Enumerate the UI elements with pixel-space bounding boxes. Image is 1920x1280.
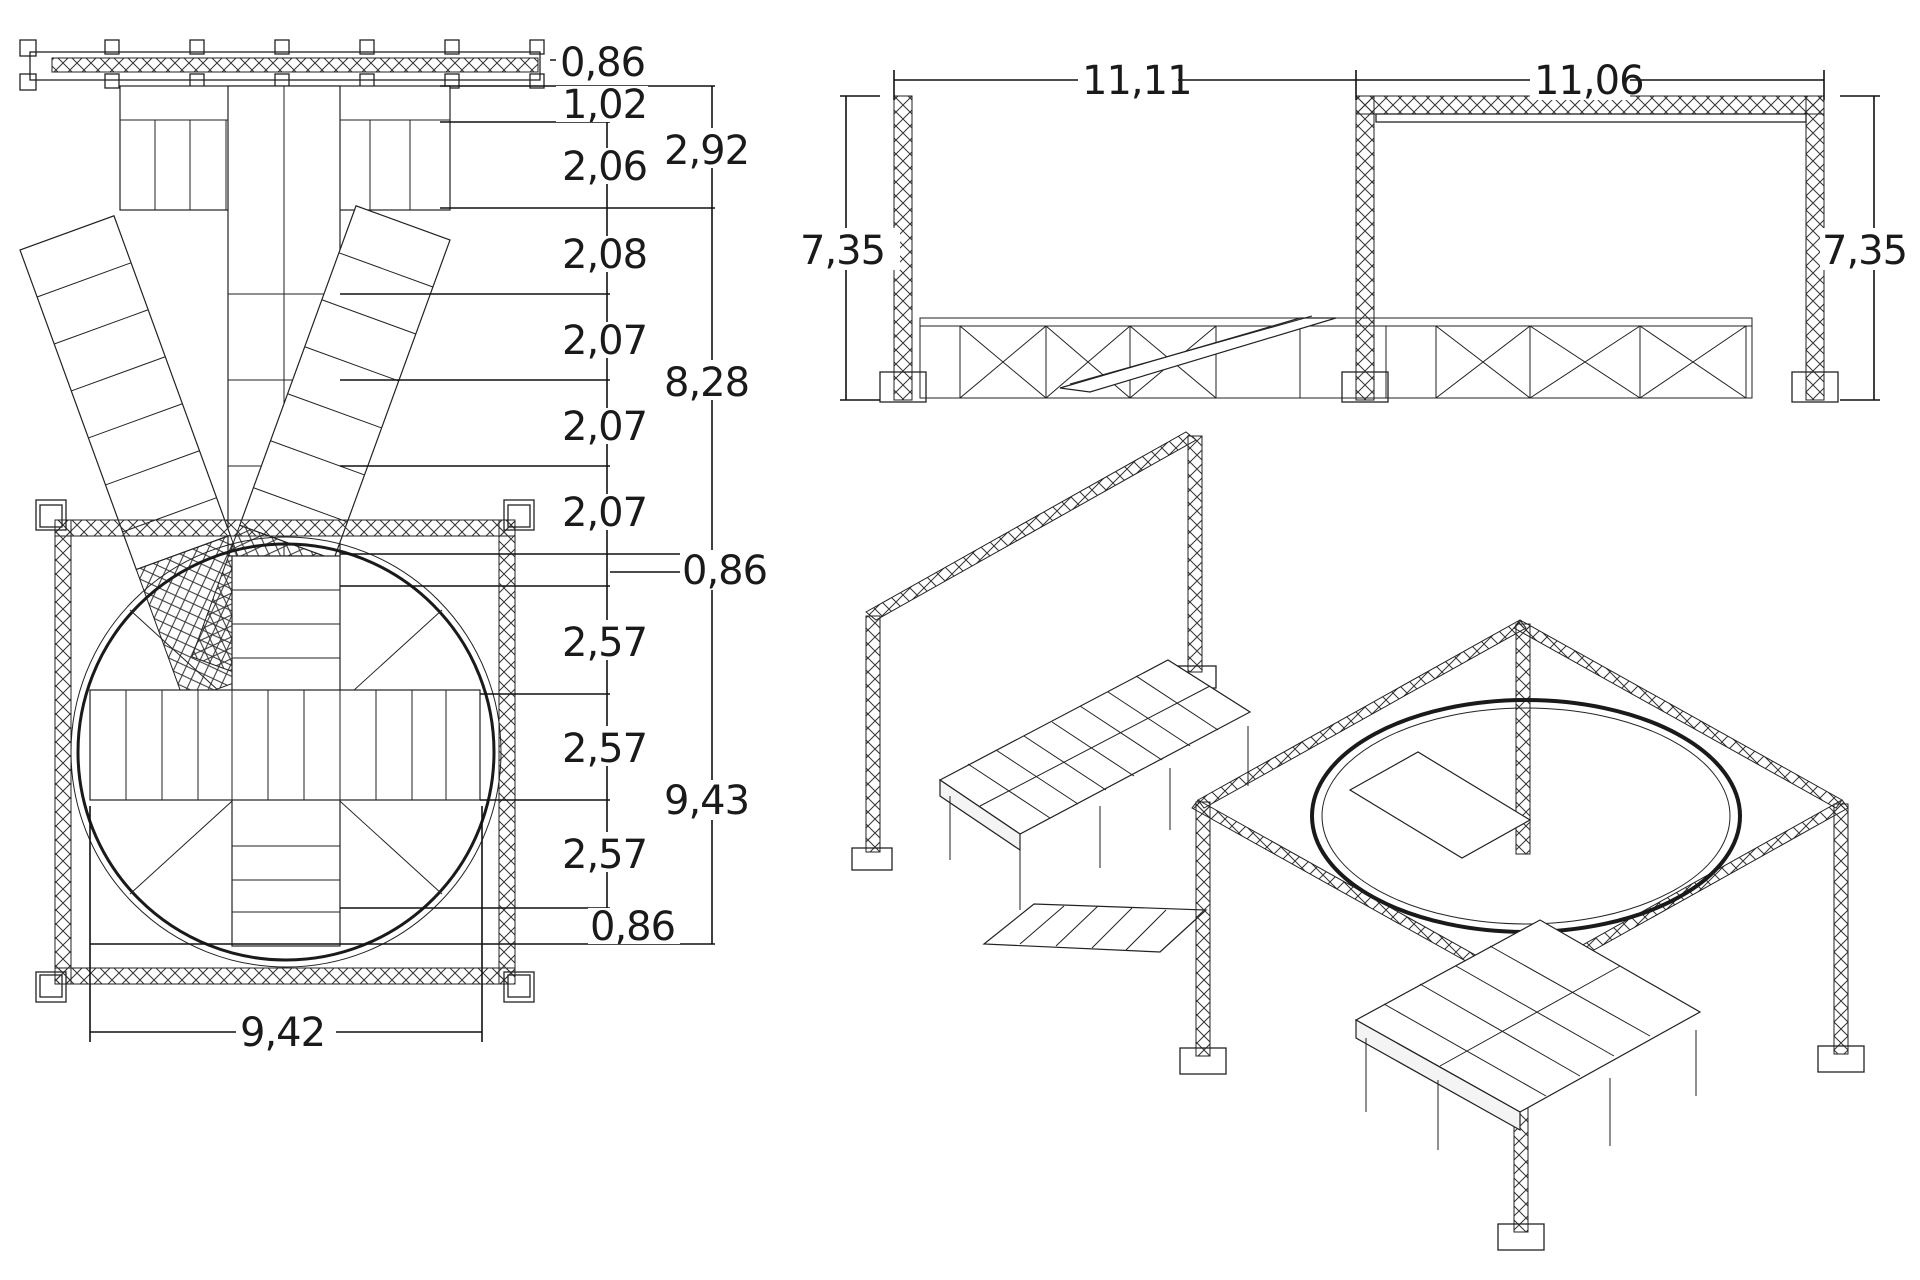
iso-back-deck — [938, 659, 1252, 910]
dim-height-right: 7,35 — [1822, 228, 1907, 274]
dim-label: 2,07 — [562, 318, 647, 364]
plan-dimension-labels: 0,86 1,02 2,06 2,08 2,07 2,07 2,07 0,86 … — [236, 40, 772, 1056]
dim-circle-width: 9,42 — [240, 1010, 325, 1056]
elevation-stage — [919, 315, 1753, 399]
dim-circle-depth: 9,43 — [664, 778, 749, 824]
iso-cross-stage — [1348, 751, 1702, 1150]
right-arch-frame — [1341, 95, 1839, 403]
plan-view: 0,86 1,02 2,06 2,08 2,07 2,07 2,07 0,86 … — [19, 39, 772, 1056]
iso-left-gantry — [851, 431, 1217, 871]
iso-front-ramp — [982, 903, 1208, 953]
dim-stage-depth: 2,92 — [664, 128, 749, 174]
top-truss — [19, 39, 545, 91]
dim-width-left: 11,11 — [1082, 58, 1192, 104]
dim-height-left: 7,35 — [800, 228, 885, 274]
dim-label: 0,86 — [560, 40, 645, 86]
dim-label: 0,86 — [682, 548, 767, 594]
dim-runway-length: 8,28 — [664, 360, 749, 406]
dim-width-right: 11,06 — [1534, 58, 1644, 104]
dim-label: 2,57 — [562, 726, 647, 772]
dim-label: 2,07 — [562, 490, 647, 536]
dim-label: 2,57 — [562, 620, 647, 666]
elevation-view: 11,11 11,06 7,35 7,35 — [800, 58, 1920, 403]
round-platform — [70, 536, 502, 968]
dim-label: 2,57 — [562, 832, 647, 878]
dim-label: 2,06 — [562, 144, 647, 190]
square-truss-frame — [35, 499, 535, 1003]
dim-label: 1,02 — [562, 82, 647, 128]
dim-label: 0,86 — [590, 904, 675, 950]
dim-label: 2,07 — [562, 404, 647, 450]
isometric-view — [851, 431, 1865, 1251]
dim-label: 2,08 — [562, 232, 647, 278]
